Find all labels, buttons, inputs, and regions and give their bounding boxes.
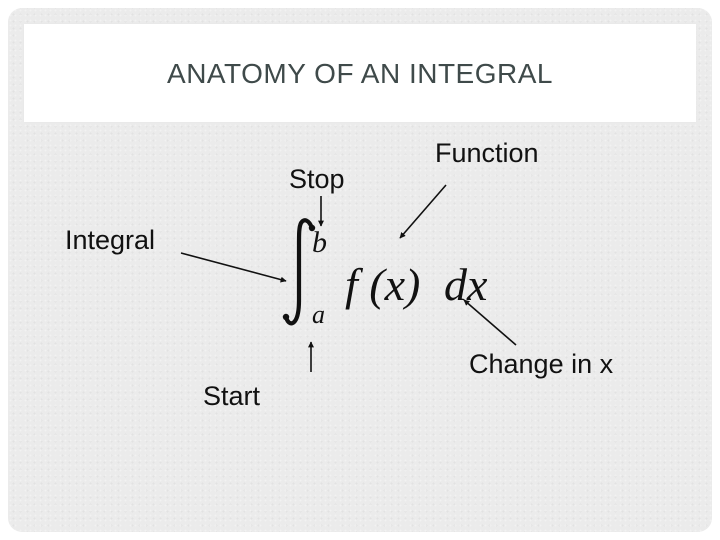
differential: dx xyxy=(444,259,488,310)
slide-title: ANATOMY OF AN INTEGRAL xyxy=(167,58,553,89)
title-box xyxy=(24,24,696,122)
lower-limit: a xyxy=(312,300,325,329)
upper-limit: b xyxy=(312,226,327,259)
integral-label: Integral xyxy=(65,225,156,255)
stop-label: Stop xyxy=(289,164,345,194)
integrand: f (x) xyxy=(345,259,421,310)
start-label: Start xyxy=(203,381,261,411)
integral-sign-icon xyxy=(282,218,316,326)
change-in-x-label: Change in x xyxy=(469,349,614,379)
function-label: Function xyxy=(435,138,539,168)
